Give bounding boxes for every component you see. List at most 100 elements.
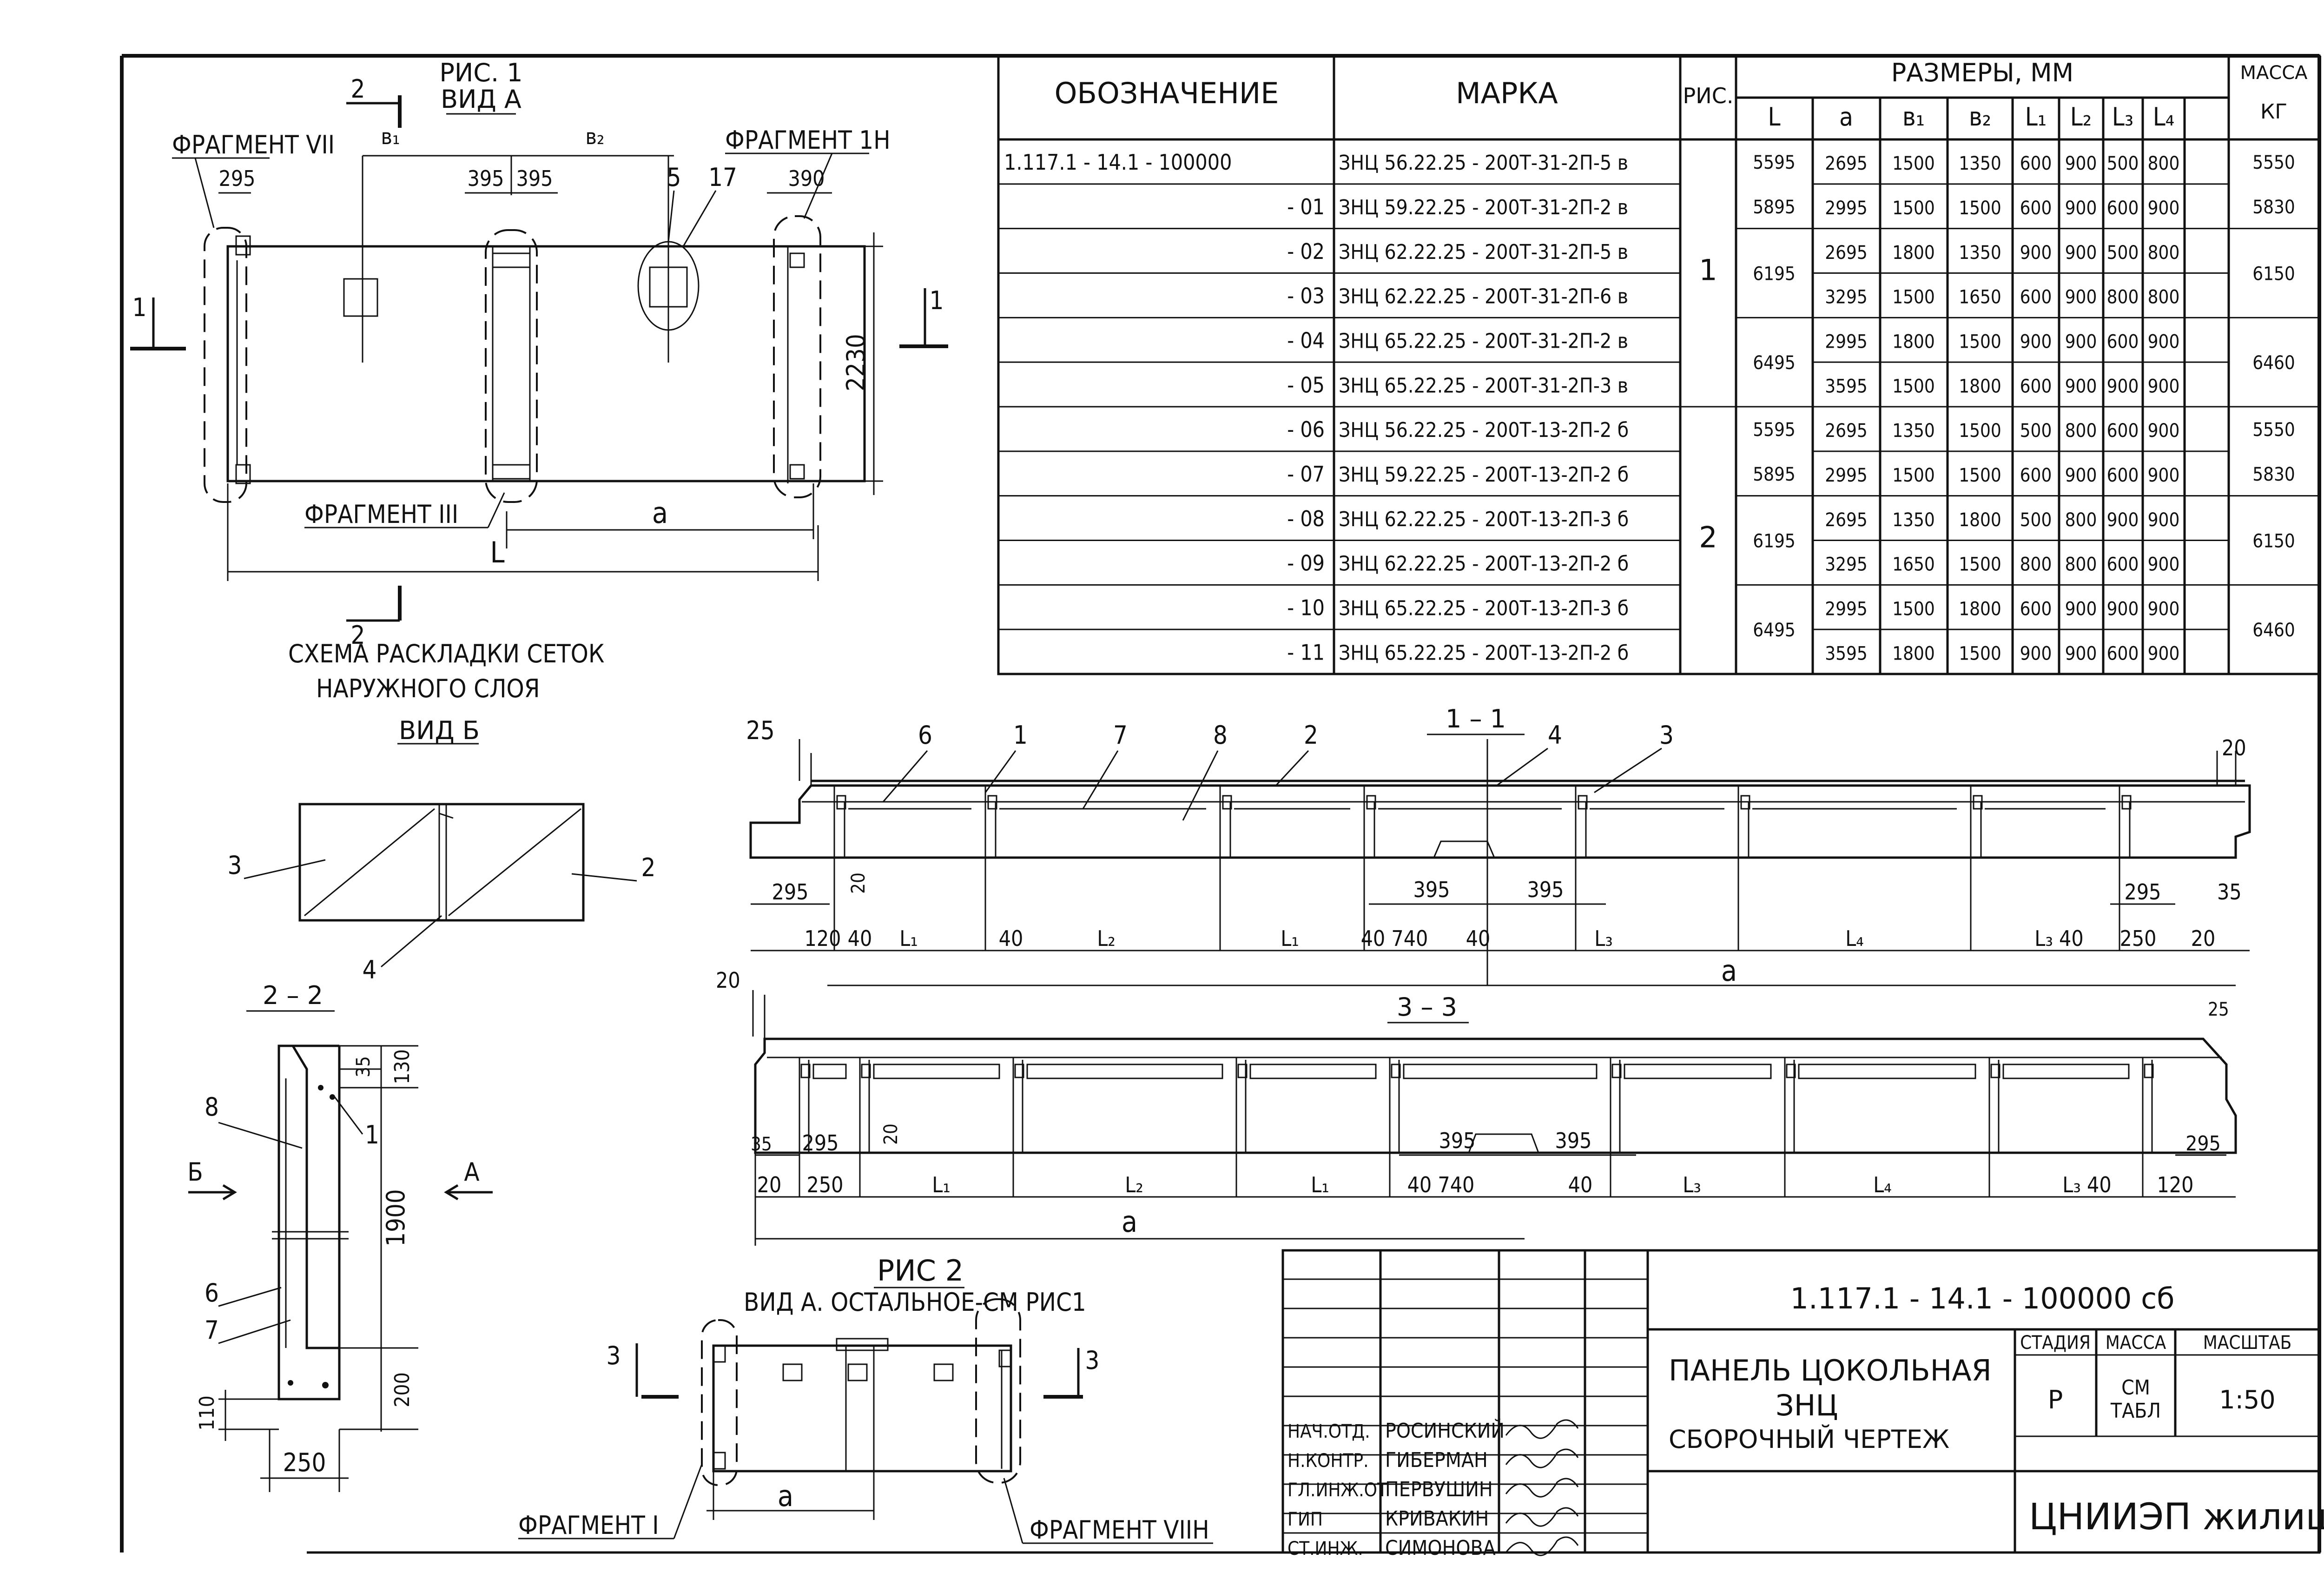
rib	[859, 1057, 1000, 1197]
row-size-b2: 1800	[1959, 599, 2001, 620]
L-group: 6195	[1753, 531, 1796, 552]
sec33-bottom-dim: L₄	[1873, 1172, 1892, 1197]
row-size-b1: 1500	[1892, 376, 1935, 397]
sec22-mark-8: 8	[205, 1092, 219, 1122]
row-size-l2: 900	[2065, 198, 2097, 219]
mass-group: 5550	[2252, 152, 2295, 173]
row-size-b2: 1500	[1959, 465, 2001, 486]
row-size-b1: 1500	[1892, 599, 1935, 620]
rib	[1389, 1057, 1598, 1197]
rib	[833, 786, 971, 951]
row-size-l3: 500	[2107, 242, 2139, 264]
L-group: 5895	[1753, 197, 1796, 218]
row-mark: ЗНЦ 56.22.25 - 200Т-13-2П-2 б	[1339, 418, 1629, 442]
row-size-l3: 900	[2107, 599, 2139, 620]
figure-2: РИС 2 ВИД А. ОСТАЛЬНОЕ-СМ РИС1 а ФРАГМЕН…	[518, 1254, 1213, 1545]
row-mark: ЗНЦ 62.22.25 - 200Т-13-2П-3 б	[1339, 508, 1629, 531]
organization: ЦНИИЭП жилища	[2029, 1496, 2324, 1538]
sec33-label-a: а	[1122, 1205, 1137, 1239]
sec11-dim-295r: 295	[2125, 879, 2161, 905]
view-b: ВИД Б 3 2 4	[228, 716, 656, 984]
row-designation: - 03	[1287, 284, 1325, 309]
sec11-bottom-dim: L₃	[1594, 926, 1613, 951]
section-2-top: 2	[351, 74, 365, 104]
staff-name: РОСИНСКИЙ	[1385, 1418, 1505, 1443]
row-size-b1: 1500	[1892, 198, 1935, 219]
row-size-l1: 900	[2020, 643, 2052, 664]
doc-name-line3: СБОРОЧНЫЙ ЧЕРТЕЖ	[1669, 1425, 1949, 1454]
sec33-title: 3 – 3	[1397, 992, 1457, 1022]
fig-group: 1	[1699, 253, 1717, 287]
row-size-l4: 900	[2148, 376, 2180, 397]
size-col-header: в₁	[1902, 102, 1925, 132]
fig2-subtitle: ВИД А. ОСТАЛЬНОЕ-СМ РИС1	[744, 1288, 1086, 1317]
stage-header: СТАДИЯ	[2020, 1332, 2091, 1354]
staff-name: ГИБЕРМАН	[1385, 1448, 1488, 1472]
row-designation: - 02	[1287, 239, 1325, 264]
signature-mark	[1505, 1448, 1579, 1468]
row-size-b1: 1800	[1892, 331, 1935, 353]
row-designation: - 10	[1287, 595, 1325, 621]
signature-mark	[1505, 1419, 1579, 1439]
sec33-bottom-dim: 40	[1568, 1172, 1593, 1197]
row-size-l1: 600	[2020, 465, 2052, 486]
fragment-iii-label: ФРАГМЕНТ III	[304, 500, 458, 529]
row-size-l4: 900	[2148, 599, 2180, 620]
rib	[1988, 1057, 2130, 1197]
staff-row: Н.КОНТР.ГИБЕРМАН	[1287, 1448, 1579, 1472]
row-size-l1: 800	[2020, 554, 2052, 575]
mass-value-1: СМ	[2121, 1376, 2150, 1400]
doc-name-line1: ПАНЕЛЬ ЦОКОЛЬНАЯ	[1669, 1354, 1992, 1387]
row-size-a: 3595	[1825, 376, 1868, 397]
fig2-title: РИС 2	[877, 1254, 964, 1288]
mark-5: 5	[667, 163, 681, 192]
sec11-bottom-dim: L₁	[1281, 926, 1299, 951]
size-col-header: а	[1839, 102, 1853, 132]
row-designation: - 04	[1287, 328, 1325, 353]
section-2-bottom: 2	[351, 621, 365, 650]
section-2-2: 2 – 2 8 1 6 7 Б А 35 130 1900 200	[187, 981, 493, 1492]
mass-group: 6460	[2252, 352, 2295, 374]
sec11-bottom-dim: L₂	[1097, 926, 1116, 951]
sec11-bottom-dim: 40 740	[1361, 926, 1428, 951]
row-size-l4: 900	[2148, 198, 2180, 219]
row-size-l1: 500	[2020, 420, 2052, 442]
scale-header: МАСШТАБ	[2203, 1332, 2292, 1354]
section-1-1: 1 – 1 25 6 1 7 8 2 4 3 20 295 20 395	[746, 704, 2251, 988]
row-size-b2: 1500	[1959, 643, 2001, 664]
L-group: 5895	[1753, 464, 1796, 485]
dim-35: 35	[353, 1056, 374, 1077]
label-L: L	[490, 535, 504, 569]
row-size-l3: 500	[2107, 153, 2139, 174]
rib	[1235, 1057, 1377, 1197]
sec33-bottom-dim: 40 740	[1407, 1172, 1475, 1197]
row-size-b2: 1500	[1959, 331, 2001, 353]
size-col-header: L₄	[2153, 102, 2175, 132]
sec33-dim-395a: 395	[1439, 1128, 1476, 1153]
row-size-l4: 900	[2148, 643, 2180, 664]
scale-value: 1:50	[2219, 1385, 2275, 1414]
row-size-l3: 600	[2107, 331, 2139, 353]
rib	[1012, 1057, 1223, 1197]
row-size-l2: 900	[2065, 242, 2097, 264]
sec11-dim-395b: 395	[1527, 877, 1564, 902]
row-size-l2: 900	[2065, 153, 2097, 174]
sec22-mark-1: 1	[365, 1120, 379, 1149]
fig2-section-3-left: 3	[607, 1341, 621, 1370]
dim-390: 390	[788, 166, 825, 191]
sec33-dim-35: 35	[751, 1134, 772, 1155]
dim-250: 250	[283, 1448, 326, 1477]
row-mark: ЗНЦ 62.22.25 - 200Т-31-2П-5 в	[1339, 240, 1628, 264]
row-size-l3: 900	[2107, 509, 2139, 531]
sec11-mark-1: 1	[1013, 720, 1028, 750]
mass-group: 5550	[2252, 419, 2295, 441]
header-mass: МАССА	[2240, 62, 2308, 84]
sec11-mark-20: 20	[2222, 735, 2246, 760]
mass-header: МАССА	[2106, 1332, 2166, 1354]
